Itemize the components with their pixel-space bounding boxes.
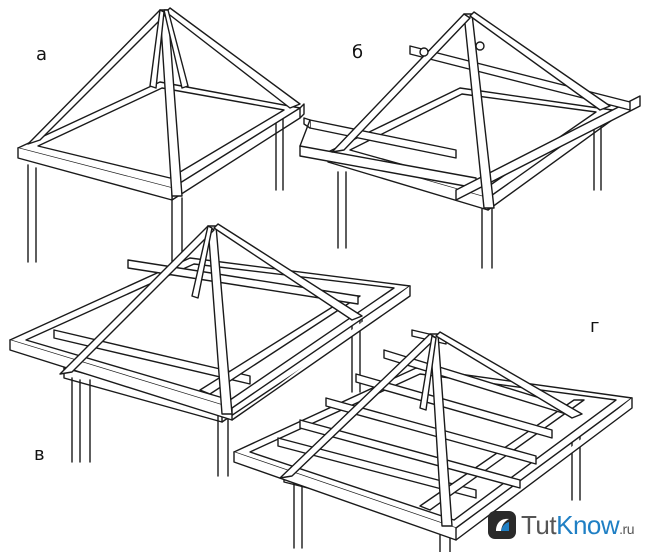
figure-label-a: а (36, 44, 48, 65)
watermark-ru: .ru (619, 520, 634, 537)
figure-g-hip-battens (233, 329, 633, 552)
figure-b-rafters (331, 11, 611, 209)
figure-label-v: в (34, 444, 45, 465)
tutknow-watermark: TutKnow.ru (487, 508, 634, 542)
figure-a-rafters (27, 7, 301, 197)
watermark-know: Know (556, 509, 620, 540)
figure-a-top-plate (17, 81, 305, 201)
watermark-tut: Tut (521, 509, 557, 540)
figure-v-outer-frame (9, 257, 411, 421)
figure-a-hip-rafters (17, 7, 305, 273)
figure-g-rafters (279, 331, 583, 527)
figure-b-posts (337, 119, 602, 269)
tutknow-logo-icon (488, 511, 516, 539)
figure-v-rafters (59, 223, 363, 415)
figure-b-hip-crossbeams (299, 11, 641, 269)
figure-label-b: б (352, 42, 364, 63)
figure-label-g: г (590, 316, 600, 337)
figure-v-hip-outrigger (9, 223, 411, 477)
tutknow-wordmark: TutKnow.ru (521, 510, 634, 541)
figure-b-cross-beams (299, 45, 641, 201)
